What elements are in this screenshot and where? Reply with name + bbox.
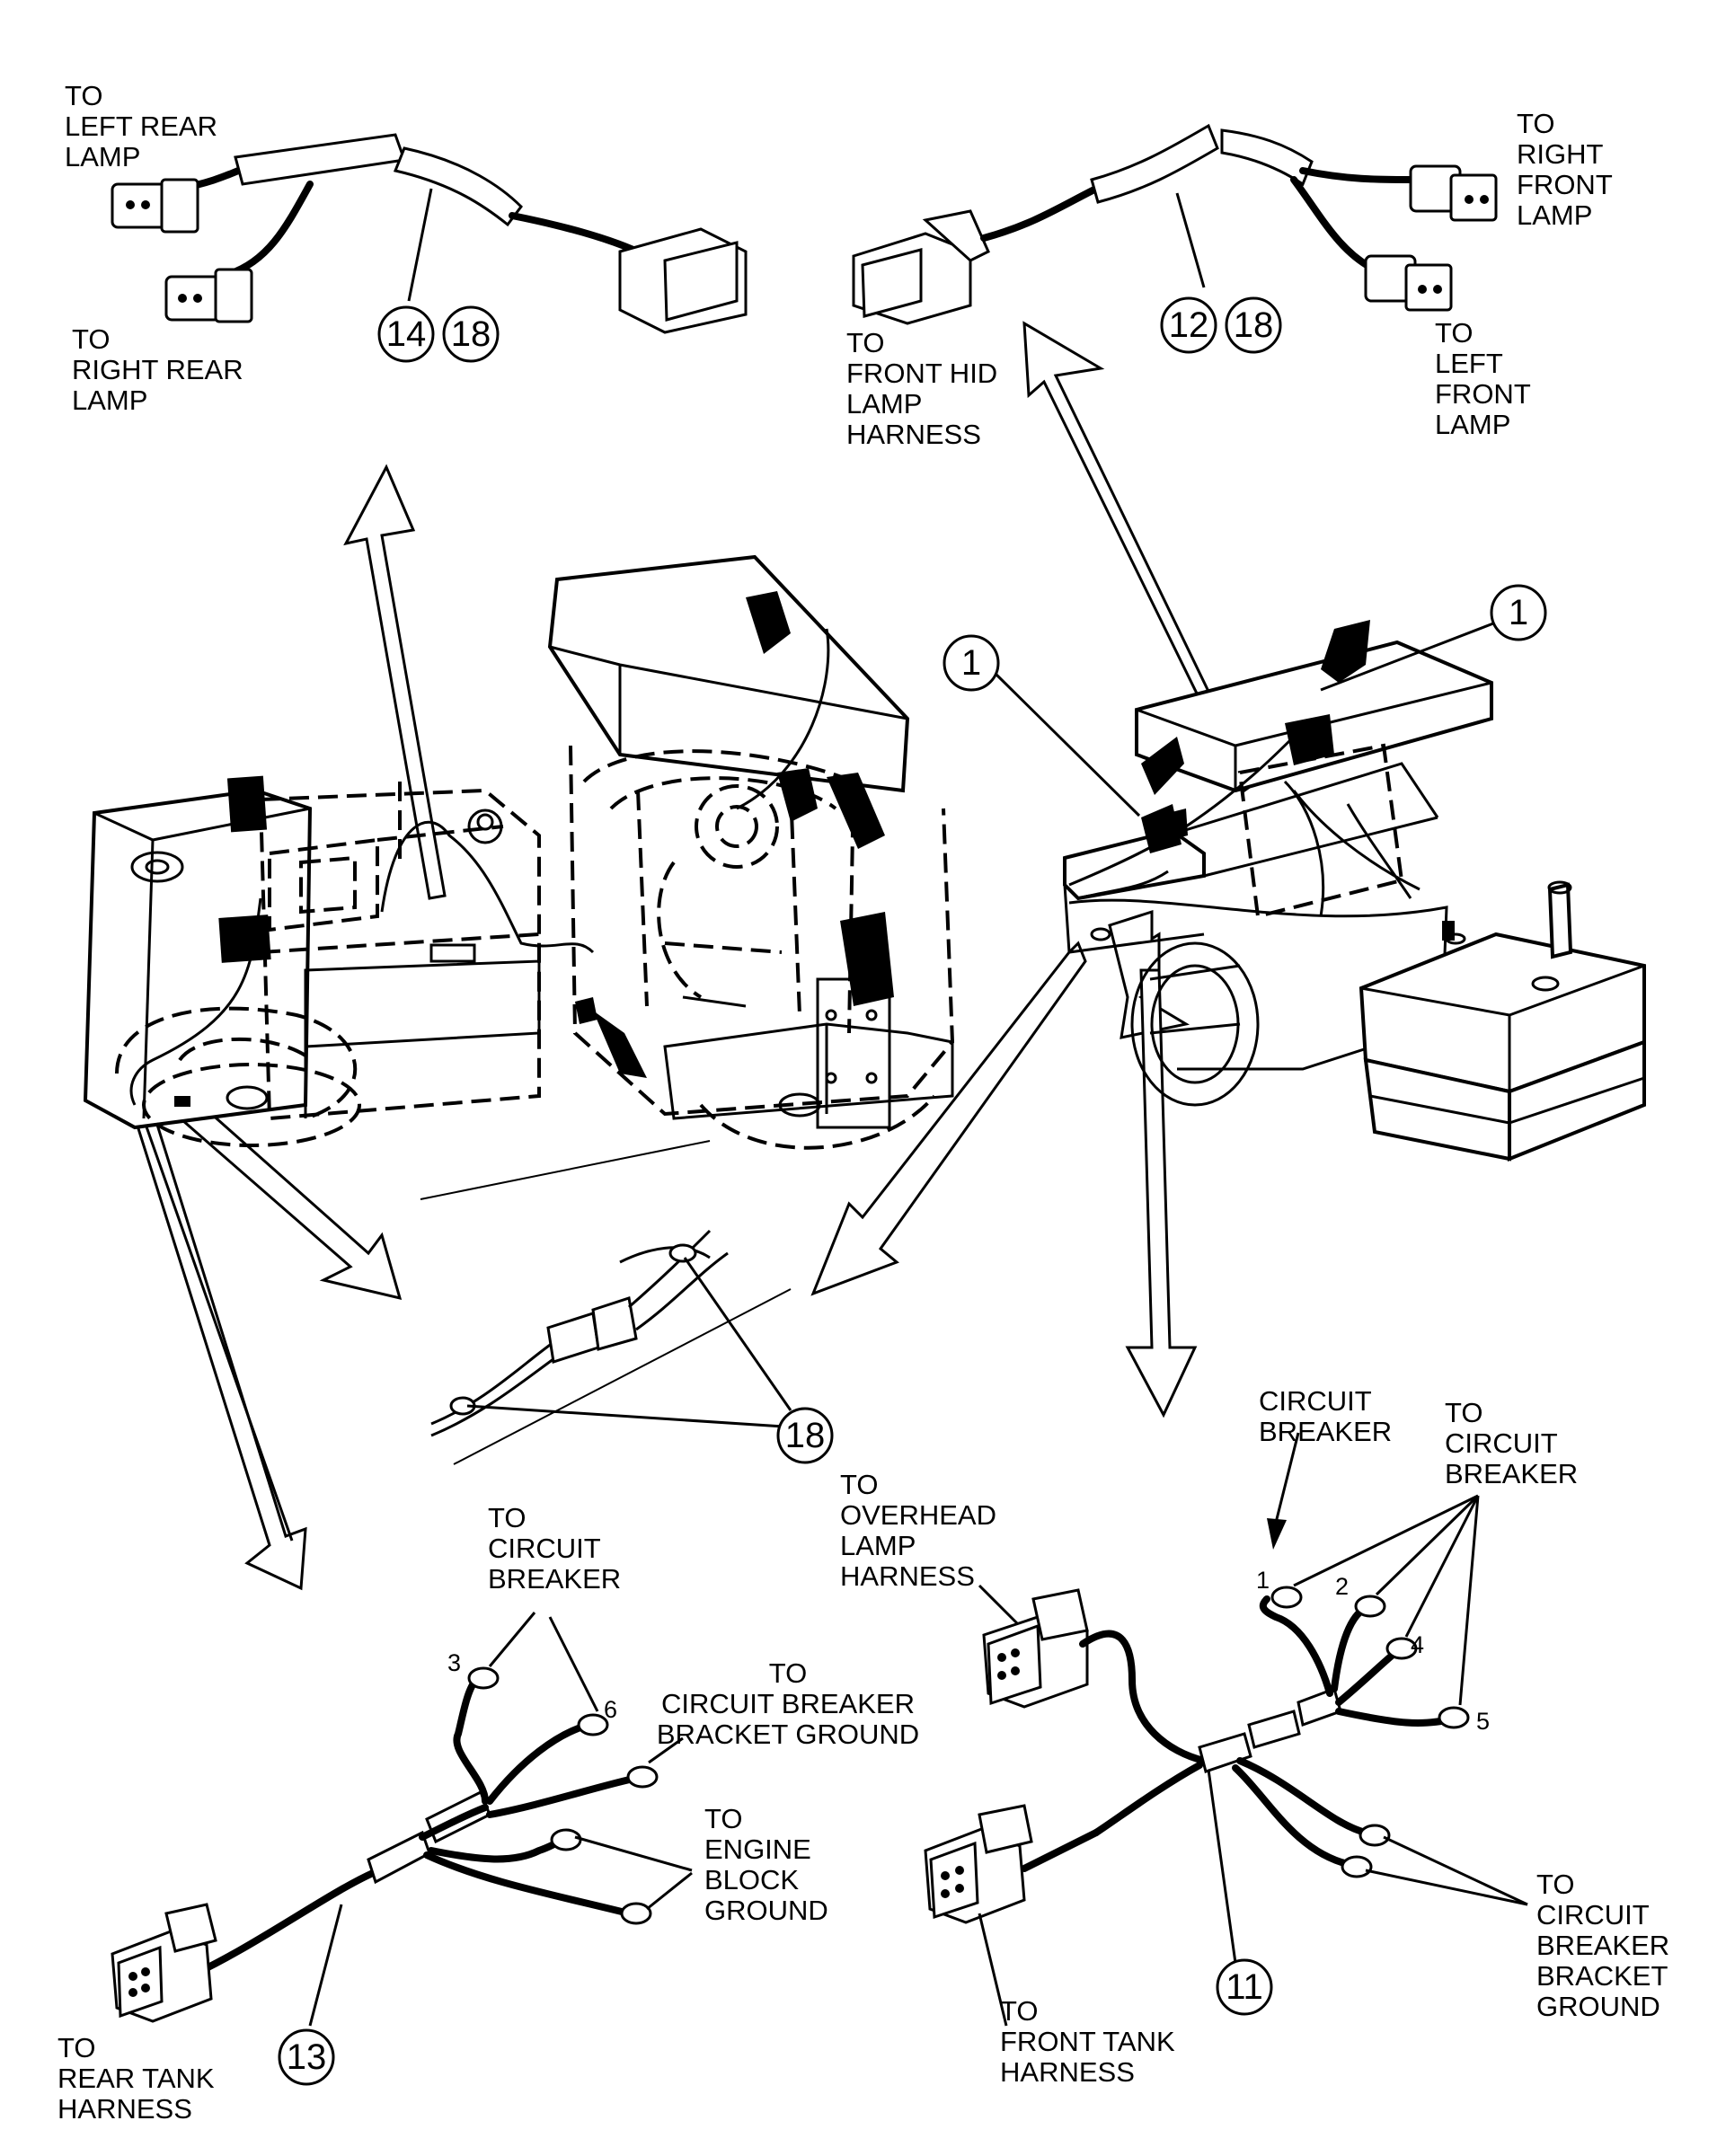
pin-4: 4 [1411, 1631, 1424, 1658]
front-tank-harness [924, 1432, 1528, 2027]
rear-lamp-harness [111, 133, 748, 334]
pin-2: 2 [1335, 1573, 1349, 1600]
svg-text:1: 1 [961, 643, 981, 683]
pin-5: 5 [1476, 1708, 1490, 1735]
svg-text:11: 11 [1226, 1967, 1263, 2007]
callout-18-inset: 18 [776, 1407, 834, 1464]
pointer-arrows [133, 321, 1255, 1591]
right-machine-drawing [1063, 620, 1646, 1162]
svg-text:1: 1 [1509, 593, 1528, 632]
left-machine-drawing [83, 554, 955, 1150]
callout-1-right: 1 [1490, 584, 1547, 641]
callout-12: 12 [1160, 296, 1217, 354]
pin-3: 3 [447, 1649, 461, 1676]
svg-text:12: 12 [1169, 305, 1209, 345]
pin-1: 1 [1256, 1567, 1270, 1594]
svg-text:18: 18 [451, 314, 491, 354]
callout-1-left: 1 [943, 634, 1000, 692]
front-lamp-harness [852, 123, 1498, 325]
svg-text:14: 14 [386, 314, 427, 354]
svg-text:18: 18 [785, 1416, 826, 1455]
callout-18-rear: 18 [442, 305, 500, 363]
connector-inset [420, 1140, 792, 1465]
rear-tank-harness [111, 1612, 693, 2027]
svg-text:13: 13 [287, 2037, 327, 2077]
callout-11: 11 [1216, 1958, 1273, 2016]
callout-18-front: 18 [1225, 296, 1282, 354]
callout-14: 14 [377, 305, 435, 363]
pin-6: 6 [604, 1696, 617, 1723]
svg-text:18: 18 [1234, 305, 1274, 345]
callout-13: 13 [278, 2028, 335, 2086]
